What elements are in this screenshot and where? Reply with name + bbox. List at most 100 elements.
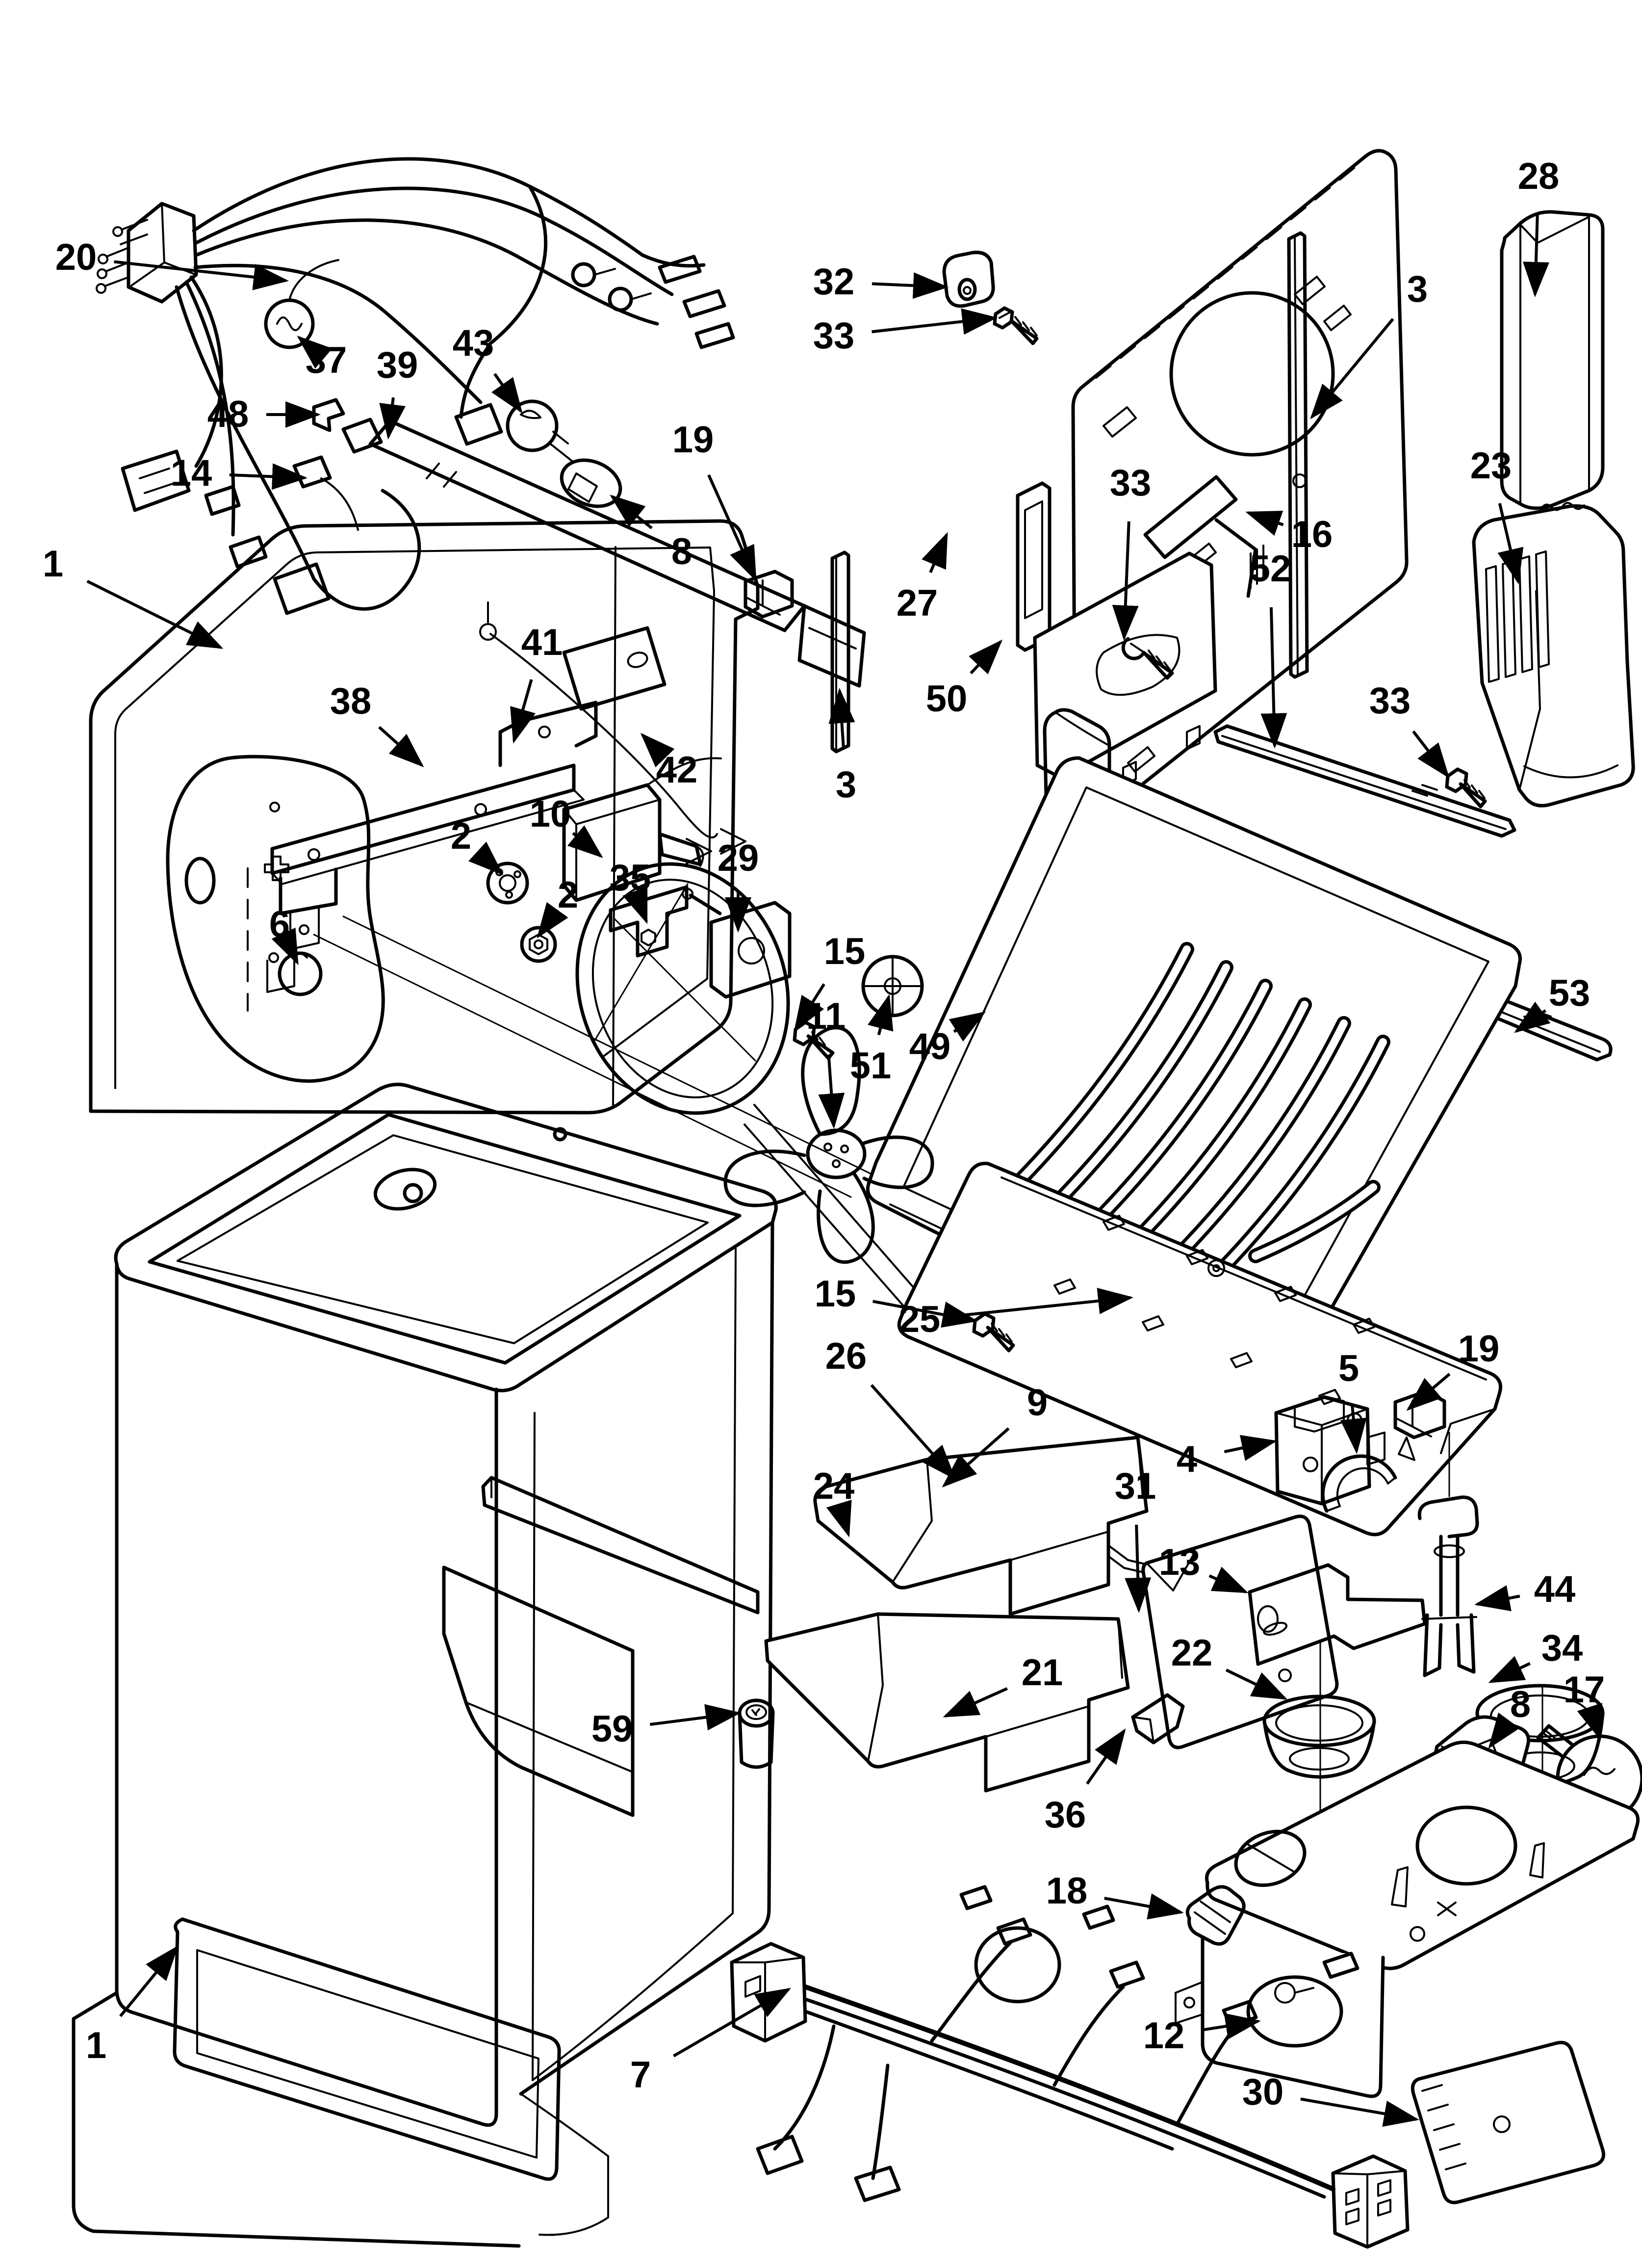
leader-line-41-22 xyxy=(510,679,536,744)
callout-15-30: 15 xyxy=(823,931,866,972)
leader-line-1-8 xyxy=(86,580,224,649)
callout-30-57: 30 xyxy=(1242,2071,1284,2113)
leader-line-32-9 xyxy=(872,272,949,299)
callout-51-32: 51 xyxy=(849,1045,892,1087)
callout-12-54: 12 xyxy=(1143,2015,1185,2057)
callout-2-26: 2 xyxy=(557,874,579,916)
callout-13-41: 13 xyxy=(1158,1541,1201,1583)
callout-1-8: 1 xyxy=(42,543,64,585)
leader-line-42-23 xyxy=(640,732,675,768)
leader-line-17-47 xyxy=(1577,1702,1602,1741)
leader-line-7-56 xyxy=(672,1987,792,2058)
callout-17-47: 17 xyxy=(1563,1669,1605,1711)
callout-4-42: 4 xyxy=(1176,1438,1198,1480)
callout-52-17: 52 xyxy=(1249,548,1291,590)
leader-line-26-37 xyxy=(870,1384,956,1480)
callout-25-36: 25 xyxy=(898,1299,941,1340)
leader-line-8-48 xyxy=(1488,1712,1520,1749)
leader-line-3-11 xyxy=(1310,318,1394,419)
leader-line-1-55 xyxy=(119,1945,179,2017)
leader-line-4-42 xyxy=(1224,1434,1277,1461)
light-tray-assembly xyxy=(738,1698,1642,2204)
leader-line-50-18 xyxy=(969,639,1003,675)
leader-line-30-57 xyxy=(1300,2097,1419,2127)
callout-8-7: 8 xyxy=(671,531,693,573)
callout-33-16: 33 xyxy=(1109,462,1152,504)
callout-36-51: 36 xyxy=(1044,1794,1086,1836)
callout-42-23: 42 xyxy=(656,749,698,791)
leader-line-33-19 xyxy=(1412,730,1450,779)
callout-9-38: 9 xyxy=(1026,1382,1048,1424)
callout-22-50: 22 xyxy=(1171,1632,1213,1674)
callout-23-14: 23 xyxy=(1470,445,1512,487)
callout-5-43: 5 xyxy=(1338,1348,1360,1389)
callout-21-49: 21 xyxy=(1021,1652,1063,1694)
leader-line-22-50 xyxy=(1225,1668,1288,1700)
leader-line-11-31 xyxy=(818,1054,845,1129)
callout-27-15: 27 xyxy=(896,582,938,624)
leader-line-36-51 xyxy=(1086,1728,1126,1785)
leader-line-16-13 xyxy=(1245,511,1284,536)
callout-53-34: 53 xyxy=(1548,972,1591,1014)
leader-line-2-24 xyxy=(468,841,504,876)
callout-19-6: 19 xyxy=(672,419,714,461)
leader-line-10-25 xyxy=(567,825,603,858)
leader-line-31-40 xyxy=(1125,1524,1152,1613)
leader-line-8-7 xyxy=(610,495,653,529)
callout-15-35: 15 xyxy=(814,1273,856,1315)
leader-line-19-6 xyxy=(707,474,757,582)
callout-59-52: 59 xyxy=(591,1708,633,1750)
callout-49-33: 49 xyxy=(909,1026,951,1068)
leader-line-28-12 xyxy=(1522,214,1549,297)
leader-line-2-26 xyxy=(537,902,568,938)
leader-line-3-20 xyxy=(828,688,855,747)
leader-line-20-0 xyxy=(114,260,289,290)
callout-34-46: 34 xyxy=(1541,1627,1583,1669)
callout-10-25: 10 xyxy=(529,793,571,835)
leader-line-59-52 xyxy=(649,1704,741,1731)
callout-37-1: 37 xyxy=(305,339,347,381)
leader-line-5-43 xyxy=(1340,1406,1367,1454)
leader-line-6-29 xyxy=(271,927,299,965)
leader-line-51-32 xyxy=(868,994,894,1036)
callout-11-31: 11 xyxy=(806,995,846,1037)
leader-line-34-46 xyxy=(1488,1656,1531,1683)
callout-43-5: 43 xyxy=(452,322,494,364)
callout-28-12: 28 xyxy=(1517,156,1560,197)
leader-line-33-10 xyxy=(872,308,998,335)
leader-line-37-1 xyxy=(297,336,333,369)
leader-line-52-17 xyxy=(1260,607,1287,749)
leader-line-53-34 xyxy=(1514,1001,1551,1033)
lower-cabinet xyxy=(72,915,929,2248)
callout-32-9: 32 xyxy=(813,261,855,303)
leader-line-38-21 xyxy=(378,726,424,768)
callout-29-28: 29 xyxy=(717,837,759,879)
leader-line-49-33 xyxy=(949,1011,986,1042)
leader-line-23-14 xyxy=(1497,503,1524,584)
leader-line-33-16 xyxy=(1112,521,1139,641)
leader-line-19-44 xyxy=(1406,1373,1451,1411)
callout-1-55: 1 xyxy=(85,2025,107,2066)
callout-39-4: 39 xyxy=(376,344,418,386)
wire-harness-bottom xyxy=(730,1885,1410,2249)
callout-2-24: 2 xyxy=(450,815,472,857)
callout-33-19: 33 xyxy=(1369,680,1411,722)
callout-35-27: 35 xyxy=(609,857,651,899)
leader-line-24-39 xyxy=(826,1499,852,1538)
leader-line-13-41 xyxy=(1208,1566,1249,1593)
leader-line-18-53 xyxy=(1104,1893,1184,1920)
leader-line-12-54 xyxy=(1201,2013,1261,2039)
callout-48-2: 48 xyxy=(207,393,249,435)
callout-19-44: 19 xyxy=(1458,1328,1500,1370)
callout-31-40: 31 xyxy=(1114,1465,1156,1507)
callout-14-3: 14 xyxy=(170,452,212,494)
leader-line-35-27 xyxy=(622,886,648,924)
leader-line-9-38 xyxy=(942,1427,1010,1487)
callout-6-29: 6 xyxy=(269,904,290,945)
leader-line-14-3 xyxy=(229,463,308,490)
callout-24-39: 24 xyxy=(813,1465,855,1507)
callout-8-48: 8 xyxy=(1510,1684,1531,1725)
leader-line-43-5 xyxy=(491,373,523,414)
callout-44-45: 44 xyxy=(1534,1568,1576,1610)
